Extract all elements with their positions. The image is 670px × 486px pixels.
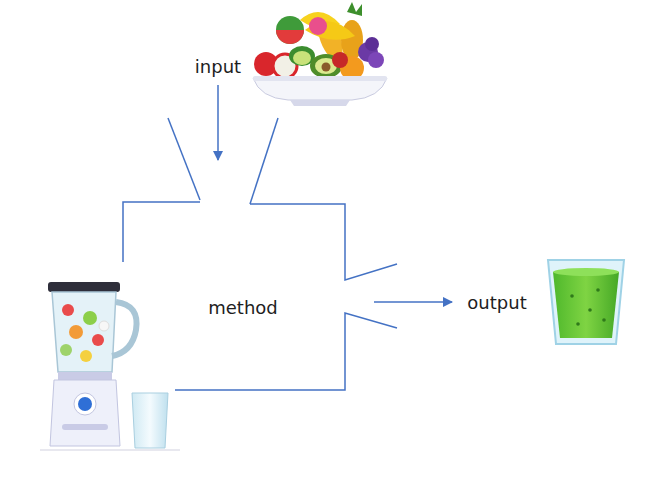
output-label: output <box>467 292 526 314</box>
green-drink <box>548 260 624 344</box>
empty-glass <box>132 393 168 448</box>
outline-stroke <box>250 118 278 204</box>
input-label: input <box>195 56 241 78</box>
outline-stroke <box>250 204 397 280</box>
blender <box>48 282 137 446</box>
outline-stroke <box>175 313 397 390</box>
method-text: method <box>208 297 278 319</box>
shadow-line <box>40 449 180 451</box>
process-funnel: method <box>118 112 404 396</box>
input-arrow <box>217 85 219 160</box>
output-arrow <box>374 301 452 303</box>
funnel-outline <box>118 112 404 396</box>
fruit-bowl <box>253 2 387 106</box>
outline-stroke <box>168 118 200 200</box>
outline-stroke <box>123 202 200 262</box>
